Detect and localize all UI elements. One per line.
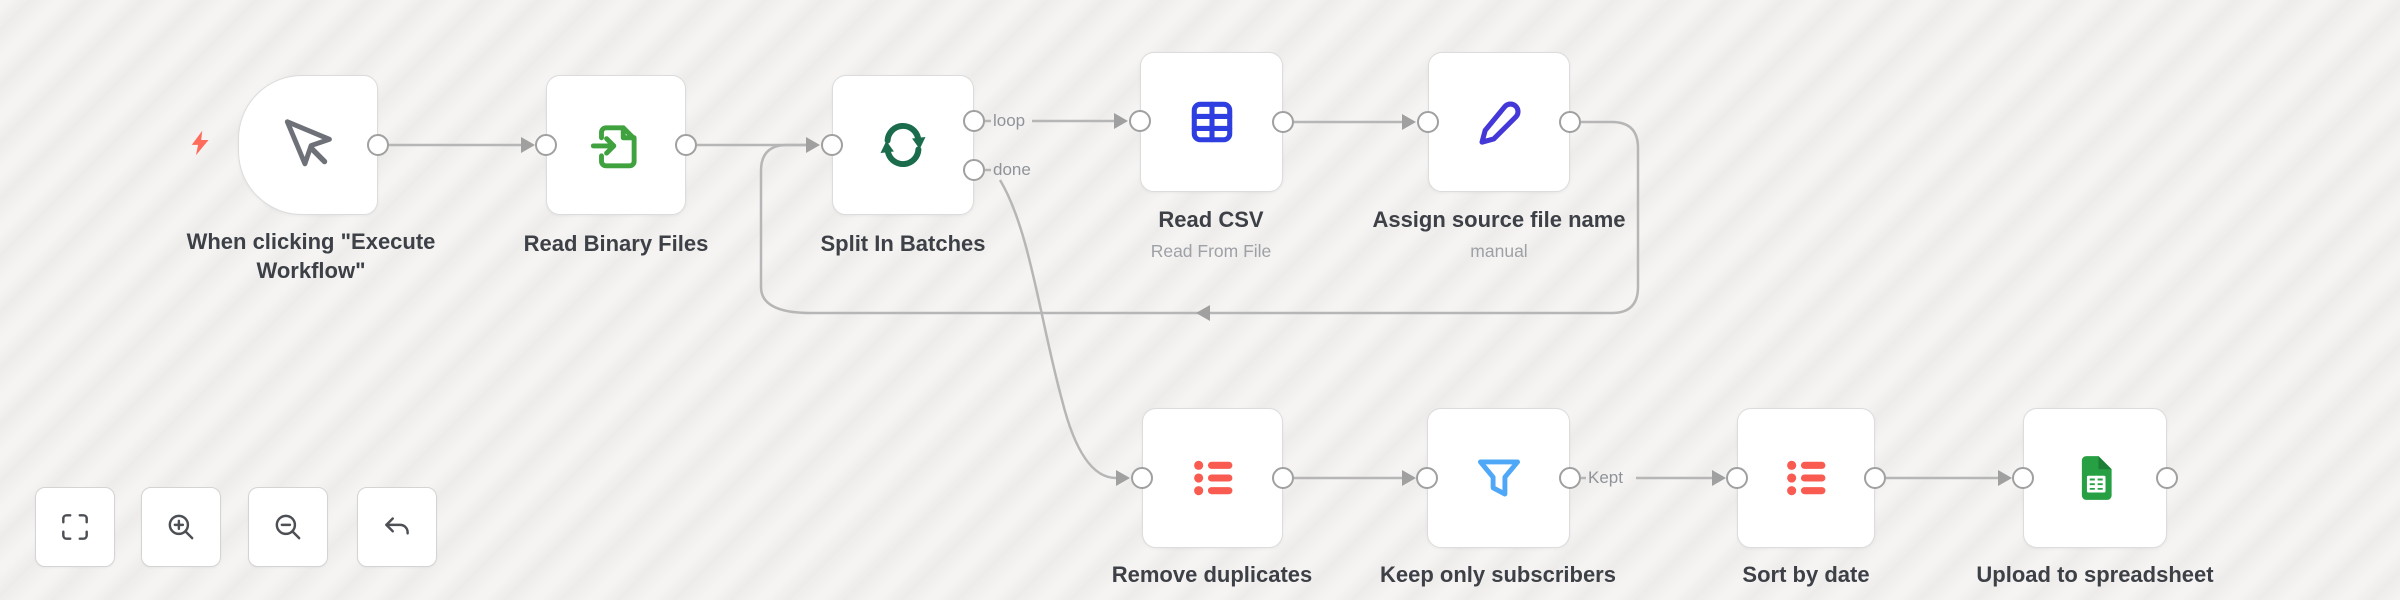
node-sublabel-read-csv: Read From File: [1150, 241, 1272, 261]
arrowhead: [1998, 470, 2012, 486]
port-input-sort-by-date[interactable]: [1726, 467, 1748, 489]
loop-icon: [880, 123, 926, 167]
port-output-manual-trigger[interactable]: [367, 134, 389, 156]
arrowhead: [1116, 470, 1130, 486]
zoom-out-button[interactable]: [248, 487, 328, 567]
zoom-to-fit-button[interactable]: [35, 487, 115, 567]
cursor-icon: [284, 119, 332, 167]
zoom-out-icon: [275, 514, 301, 540]
node-remove-duplicates[interactable]: [1142, 408, 1283, 548]
file-import-icon: [590, 125, 637, 169]
port-input-read-csv[interactable]: [1129, 110, 1151, 132]
port-output-read-binary-files[interactable]: [675, 134, 697, 156]
zoom-in-button[interactable]: [141, 487, 221, 567]
undo-icon: [385, 517, 409, 535]
arrowhead-left: [1196, 305, 1210, 321]
port-output-loop[interactable]: [963, 110, 985, 132]
connection-assign-loopback-to-split[interactable]: [759, 120, 1640, 315]
node-label-split-in-batches: Split In Batches: [820, 231, 986, 256]
node-label-upload-to-spreadsheet: Upload to spreadsheet: [1976, 562, 2214, 587]
table-icon: [1191, 101, 1232, 143]
node-read-binary-files[interactable]: [546, 75, 686, 215]
node-upload-to-spreadsheet[interactable]: [2023, 408, 2167, 548]
node-sort-by-date[interactable]: [1737, 408, 1875, 548]
arrowhead: [1402, 114, 1416, 130]
port-output-done[interactable]: [963, 159, 985, 181]
port-output-sort-by-date[interactable]: [1864, 467, 1886, 489]
list-icon: [1193, 460, 1232, 496]
arrowhead: [521, 137, 535, 153]
node-manual-trigger[interactable]: [238, 75, 378, 215]
connection-done-to-remove-duplicates[interactable]: [998, 179, 1117, 480]
port-output-remove-duplicates[interactable]: [1272, 467, 1294, 489]
node-label-sort-by-date: Sort by date: [1742, 562, 1870, 587]
port-label-kept: Kept: [1588, 468, 1623, 487]
arrowhead: [1114, 113, 1128, 129]
port-input-upload-to-spreadsheet[interactable]: [2012, 467, 2034, 489]
node-read-csv[interactable]: [1140, 52, 1283, 192]
port-input-assign-source-file-name[interactable]: [1417, 111, 1439, 133]
lightning-bolt-icon: [191, 130, 209, 156]
node-label-remove-duplicates: Remove duplicates: [1111, 562, 1313, 587]
port-label-done: done: [993, 160, 1031, 179]
arrowhead: [806, 137, 820, 153]
arrowhead: [1712, 470, 1726, 486]
port-output-assign-source-file-name[interactable]: [1559, 111, 1581, 133]
node-sublabel-assign: manual: [1470, 241, 1528, 261]
port-input-remove-duplicates[interactable]: [1131, 467, 1153, 489]
pencil-icon: [1479, 101, 1521, 145]
node-split-in-batches[interactable]: [832, 75, 974, 215]
node-label-read-binary-files: Read Binary Files: [523, 231, 709, 256]
node-label-manual-trigger: When clicking "Execute Workflow": [186, 229, 436, 283]
zoom-in-icon: [168, 514, 194, 540]
spreadsheet-icon: [2081, 456, 2112, 500]
node-label-read-csv: Read CSV Read From File: [1061, 205, 1361, 266]
fit-view-icon: [62, 514, 88, 540]
port-output-upload-to-spreadsheet[interactable]: [2156, 467, 2178, 489]
node-assign-source-file-name[interactable]: [1428, 52, 1570, 192]
port-input-read-binary-files[interactable]: [535, 134, 557, 156]
arrowhead: [1402, 470, 1416, 486]
funnel-icon: [1477, 459, 1520, 497]
node-label-assign-source-file-name: Assign source file name manual: [1349, 205, 1649, 266]
list-icon: [1787, 460, 1826, 496]
node-label-keep-only-subscribers: Keep only subscribers: [1380, 562, 1616, 587]
port-output-read-csv[interactable]: [1272, 111, 1294, 133]
port-input-split-in-batches[interactable]: [821, 134, 843, 156]
port-output-keep-only-subscribers[interactable]: [1559, 467, 1581, 489]
port-label-loop: loop: [993, 111, 1026, 130]
undo-button[interactable]: [357, 487, 437, 567]
port-input-keep-only-subscribers[interactable]: [1416, 467, 1438, 489]
node-keep-only-subscribers[interactable]: [1427, 408, 1570, 548]
